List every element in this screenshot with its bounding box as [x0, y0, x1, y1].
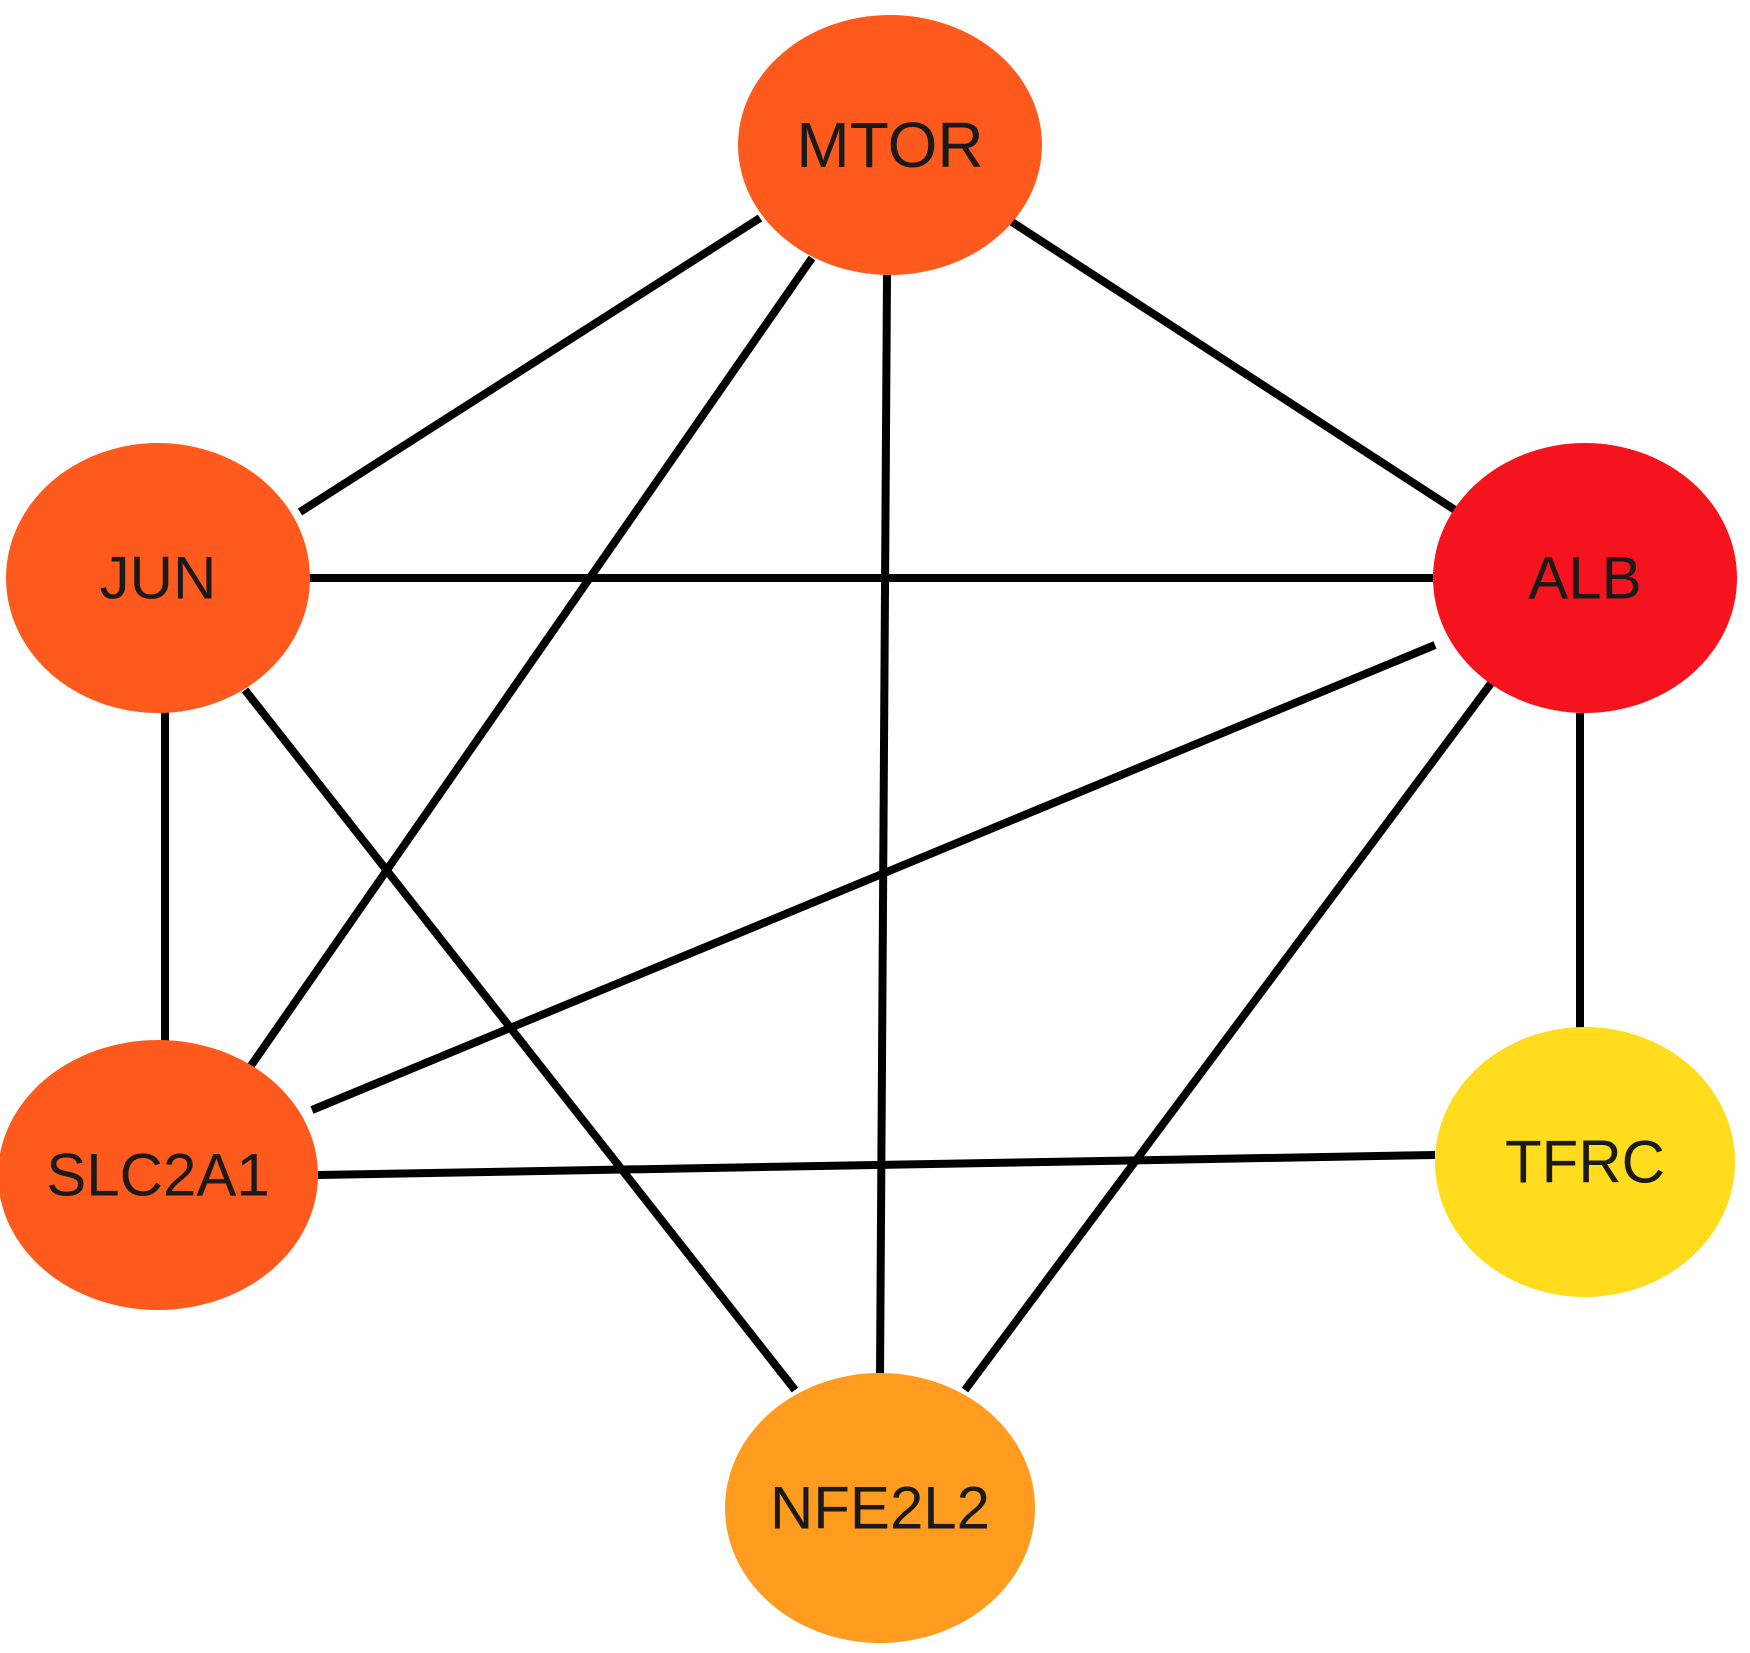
node-jun: JUN: [6, 443, 310, 713]
edge-slc2a1-tfrc: [317, 1151, 1436, 1179]
node-circle-nfe2l2: [725, 1373, 1035, 1643]
node-label-tfrc: TFRC: [1505, 1129, 1665, 1196]
node-circle-mtor: [738, 15, 1042, 275]
node-label-alb: ALB: [1528, 545, 1641, 612]
node-circle-slc2a1: [0, 1040, 318, 1310]
edge-layer: [161, 214, 1584, 1393]
node-label-jun: JUN: [100, 545, 217, 612]
node-label-nfe2l2: NFE2L2: [770, 1475, 990, 1542]
node-tfrc: TFRC: [1435, 1027, 1735, 1297]
node-slc2a1: SLC2A1: [0, 1040, 318, 1310]
edge-jun-nfe2l2: [241, 687, 799, 1393]
edge-alb-nfe2l2: [961, 679, 1496, 1393]
node-alb: ALB: [1433, 443, 1737, 713]
node-nfe2l2: NFE2L2: [725, 1373, 1035, 1643]
node-circle-alb: [1433, 443, 1737, 713]
edge-mtor-alb: [1009, 218, 1458, 514]
node-label-mtor: MTOR: [796, 109, 983, 181]
node-mtor: MTOR: [738, 15, 1042, 275]
node-circle-tfrc: [1435, 1027, 1735, 1297]
node-circle-jun: [6, 443, 310, 713]
node-label-slc2a1: SLC2A1: [46, 1142, 269, 1209]
edge-alb-slc2a1: [310, 641, 1437, 1114]
edge-mtor-jun: [297, 214, 763, 516]
edge-mtor-nfe2l2: [876, 274, 891, 1378]
edge-mtor-slc2a1: [244, 255, 816, 1073]
node-layer: MTOR JUN ALB SLC2A1 TFRC NFE2L2: [0, 15, 1737, 1643]
